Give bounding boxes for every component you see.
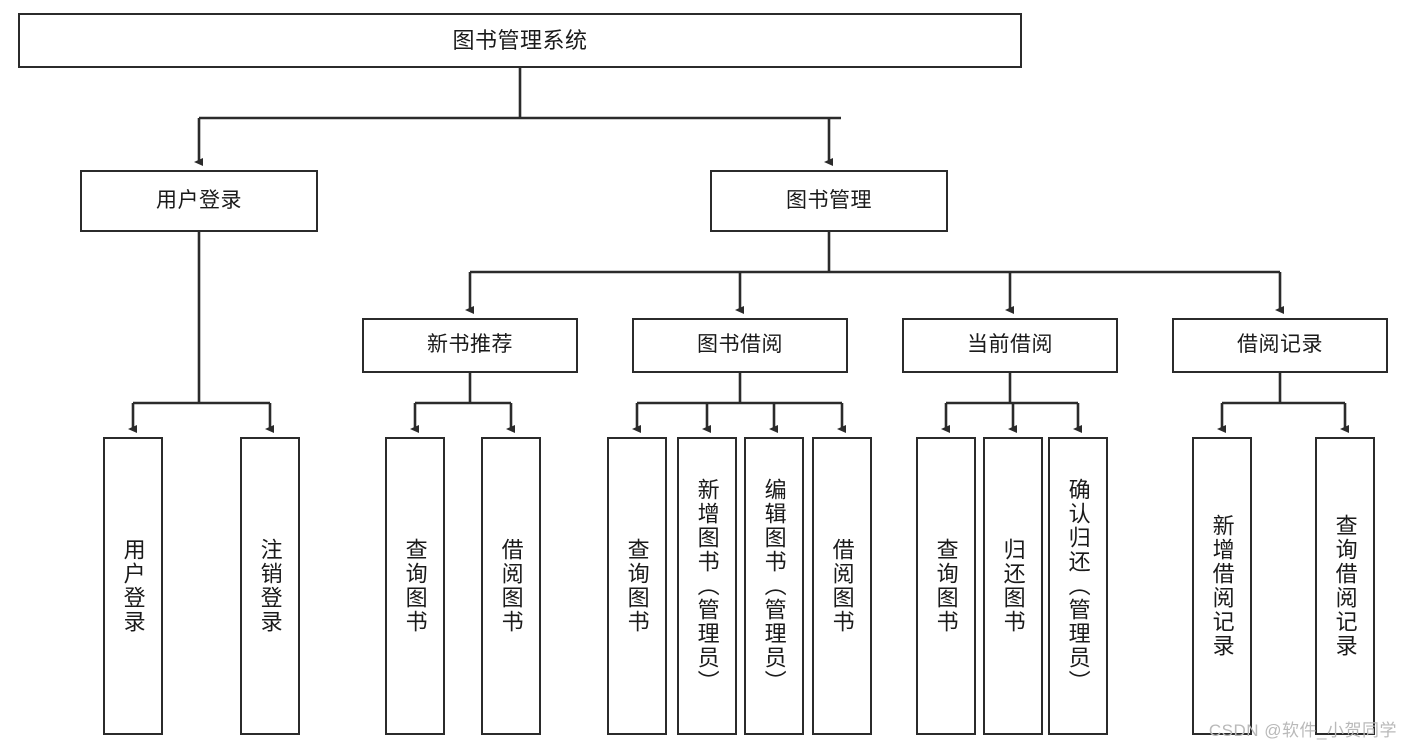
node-book-borrow-label: 图书借阅 — [697, 333, 783, 357]
node-leaf-br-query-record[interactable]: 查询借阅记录 — [1315, 437, 1375, 735]
node-leaf-bb-add-book-label: 新增图书（管理员） — [694, 478, 720, 694]
node-leaf-cb-confirm-return-label: 确认归还（管理员） — [1065, 478, 1091, 694]
node-leaf-bb-query-book[interactable]: 查询图书 — [607, 437, 667, 735]
node-leaf-bb-borrow-book[interactable]: 借阅图书 — [812, 437, 872, 735]
node-leaf-br-query-record-label: 查询借阅记录 — [1332, 514, 1358, 658]
node-book-manage-label: 图书管理 — [786, 188, 872, 212]
node-leaf-user-login-label: 用户登录 — [120, 538, 146, 634]
node-book-manage[interactable]: 图书管理 — [710, 170, 948, 232]
node-leaf-rec-query-book[interactable]: 查询图书 — [385, 437, 445, 735]
node-leaf-cb-return-book[interactable]: 归还图书 — [983, 437, 1043, 735]
node-leaf-bb-edit-book-label: 编辑图书（管理员） — [761, 478, 787, 694]
node-current-borrow[interactable]: 当前借阅 — [902, 318, 1118, 373]
node-leaf-rec-borrow-book-label: 借阅图书 — [498, 538, 524, 634]
node-user-login-label: 用户登录 — [156, 188, 242, 212]
node-leaf-bb-add-book[interactable]: 新增图书（管理员） — [677, 437, 737, 735]
node-root-label: 图书管理系统 — [452, 27, 588, 53]
node-leaf-br-add-record[interactable]: 新增借阅记录 — [1192, 437, 1252, 735]
node-borrow-record[interactable]: 借阅记录 — [1172, 318, 1388, 373]
node-book-borrow[interactable]: 图书借阅 — [632, 318, 848, 373]
node-leaf-cb-confirm-return[interactable]: 确认归还（管理员） — [1048, 437, 1108, 735]
node-root[interactable]: 图书管理系统 — [18, 13, 1022, 68]
node-leaf-user-logout[interactable]: 注销登录 — [240, 437, 300, 735]
csdn-watermark: CSDN @软件_小贺同学 — [1208, 721, 1397, 740]
node-leaf-br-add-record-label: 新增借阅记录 — [1209, 514, 1235, 658]
node-leaf-user-login[interactable]: 用户登录 — [103, 437, 163, 735]
node-leaf-cb-query-book-label: 查询图书 — [933, 538, 959, 634]
node-leaf-cb-query-book[interactable]: 查询图书 — [916, 437, 976, 735]
node-leaf-rec-borrow-book[interactable]: 借阅图书 — [481, 437, 541, 735]
node-current-borrow-label: 当前借阅 — [967, 333, 1053, 357]
node-user-login[interactable]: 用户登录 — [80, 170, 318, 232]
node-leaf-rec-query-book-label: 查询图书 — [402, 538, 428, 634]
node-leaf-user-logout-label: 注销登录 — [257, 538, 283, 634]
node-leaf-cb-return-book-label: 归还图书 — [1000, 538, 1026, 634]
node-leaf-bb-query-book-label: 查询图书 — [624, 538, 650, 634]
node-borrow-record-label: 借阅记录 — [1237, 333, 1323, 357]
node-new-book-recommend-label: 新书推荐 — [427, 333, 513, 357]
node-leaf-bb-edit-book[interactable]: 编辑图书（管理员） — [744, 437, 804, 735]
node-new-book-recommend[interactable]: 新书推荐 — [362, 318, 578, 373]
node-leaf-bb-borrow-book-label: 借阅图书 — [829, 538, 855, 634]
